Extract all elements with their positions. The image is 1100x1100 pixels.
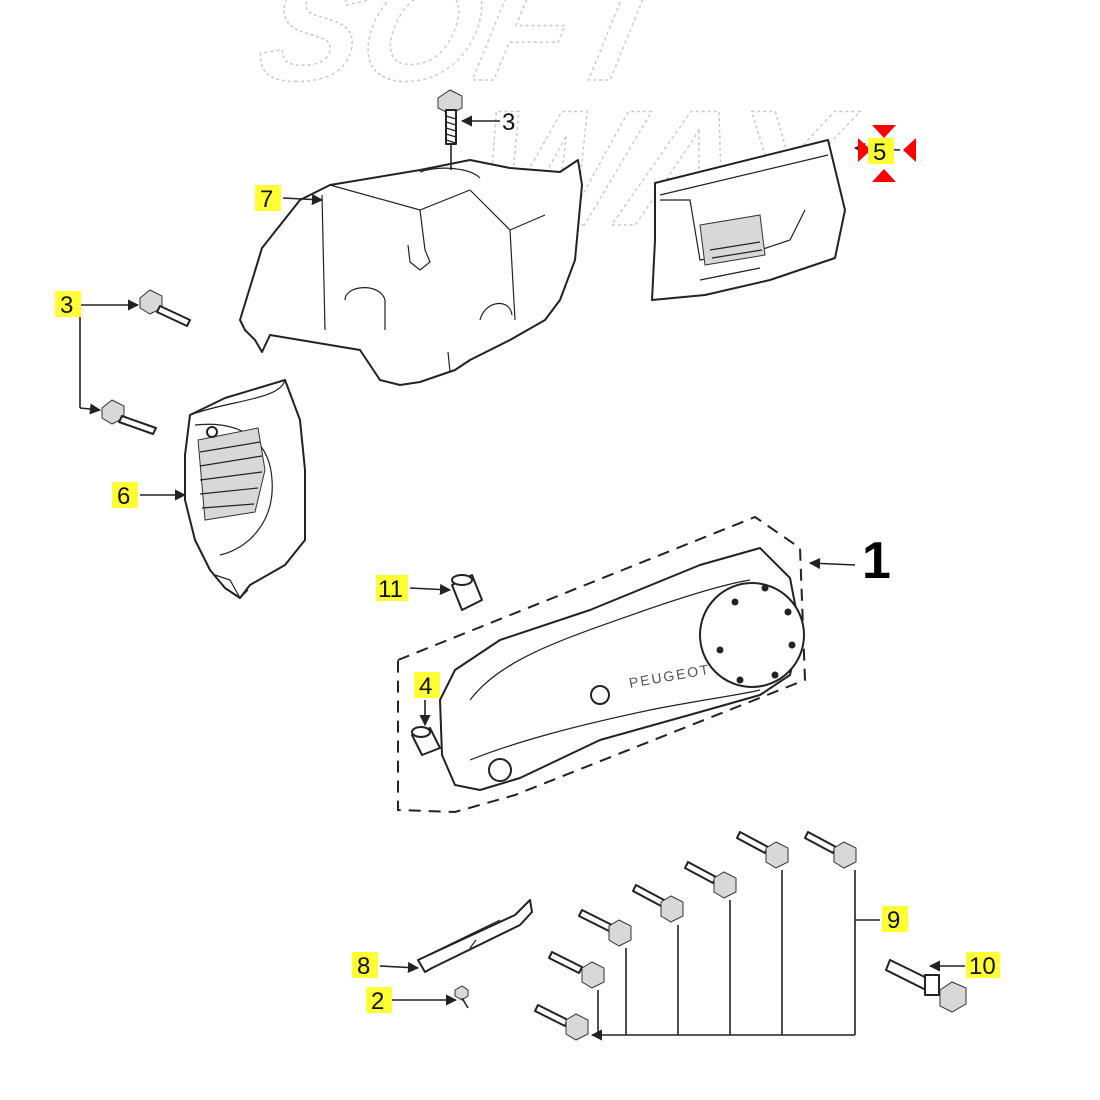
callout-3-top: 3 xyxy=(502,109,515,136)
callout-11-label: 11 xyxy=(378,576,403,603)
callout-2-label: 2 xyxy=(371,988,384,1015)
part-5-duct-cover xyxy=(651,139,846,301)
callout-9: 9 xyxy=(882,906,908,934)
callout-10: 10 xyxy=(966,952,1000,980)
callout-4-label: 4 xyxy=(419,673,432,700)
callout-3-left-label: 3 xyxy=(60,292,73,319)
part-8-bracket xyxy=(417,899,533,973)
callout-4: 4 xyxy=(414,672,440,700)
callout-10-label: 10 xyxy=(969,953,996,980)
part-6-fan-shroud xyxy=(184,379,306,599)
selection-marker xyxy=(858,125,916,182)
part-7-upper-fan-cowl xyxy=(239,159,583,386)
callout-7: 7 xyxy=(255,185,281,213)
callout-1: 1 xyxy=(862,532,891,590)
callout-5: 5 xyxy=(868,138,894,166)
part-3-left-screws xyxy=(101,289,191,435)
part-2-small-screw xyxy=(454,985,469,1009)
callout-6-label: 6 xyxy=(117,483,130,510)
callout-8-label: 8 xyxy=(357,953,370,980)
part-3-top-screw xyxy=(437,89,463,170)
part-11-spacer xyxy=(451,574,483,611)
part-4-bush xyxy=(411,726,441,756)
callout-9-label: 9 xyxy=(887,907,900,934)
watermark-line1: SOFT xyxy=(246,0,693,113)
callout-3-left: 3 xyxy=(55,291,81,319)
callout-5-label: 5 xyxy=(873,139,886,166)
part-1-transmission-cover: PEUGEOT xyxy=(397,515,807,814)
callout-6: 6 xyxy=(112,482,138,510)
callout-3-top-label: 3 xyxy=(502,109,515,136)
callout-1-label: 1 xyxy=(862,532,891,590)
part-9-screws xyxy=(534,831,857,1041)
callout-11: 11 xyxy=(376,575,408,603)
callout-7-label: 7 xyxy=(260,186,273,213)
part-10-screw xyxy=(885,959,967,1013)
callout-2: 2 xyxy=(366,987,392,1015)
callout-8: 8 xyxy=(352,952,378,980)
